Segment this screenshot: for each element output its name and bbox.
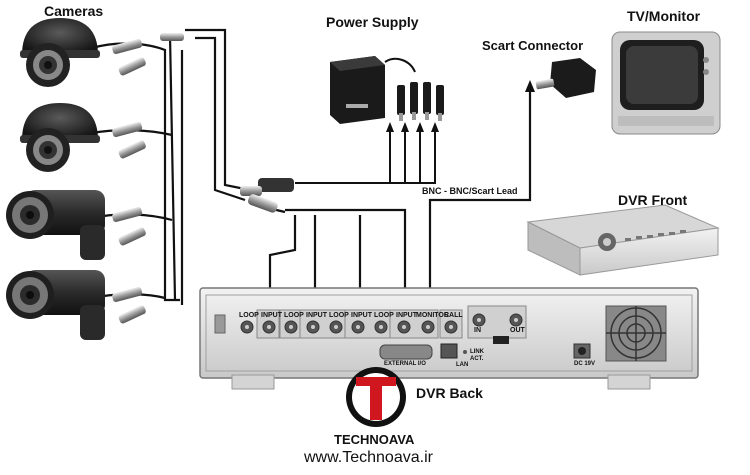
bullet-camera-2 — [6, 270, 105, 340]
power-cables — [295, 57, 436, 184]
camera-bnc-connectors — [112, 33, 184, 324]
power-plugs — [397, 82, 444, 121]
port-label-input-1: INPUT — [261, 312, 282, 319]
dome-camera-2 — [20, 103, 100, 172]
external-io-label: EXTERNAL I/O — [384, 361, 426, 367]
port-label-loop-4: LOOP — [374, 312, 394, 319]
brand-name: TECHNOAVA — [334, 432, 415, 447]
power-supply-unit — [330, 56, 385, 124]
scart-plug — [535, 58, 596, 98]
video-cables — [254, 90, 532, 305]
power-arrows — [386, 122, 439, 132]
dvr-front-device — [526, 204, 720, 276]
dvr-back-label: DVR Back — [416, 385, 483, 401]
bnc-lead-label: BNC - BNC/Scart Lead — [422, 186, 518, 196]
port-label-input-2: INPUT — [306, 312, 327, 319]
tv-monitor-device — [611, 31, 721, 135]
dc-power-label: DC 19V — [574, 361, 596, 367]
port-label-loop-2: LOOP — [284, 312, 304, 319]
audio-out-label: OUT — [510, 327, 525, 334]
port-label-input-4: INPUT — [396, 312, 417, 319]
camera-cables — [91, 28, 251, 305]
dome-camera-1 — [20, 18, 100, 87]
port-label-call: CALL — [444, 312, 463, 319]
scart-connector-label: Scart Connector — [482, 38, 584, 53]
bullet-camera-1 — [6, 190, 105, 260]
website-url: www.Technoava.ir — [304, 449, 433, 466]
port-label-loop-1: LOOP — [239, 312, 259, 319]
technoava-logo — [346, 367, 406, 427]
port-label-monitor: MONITOR — [416, 312, 449, 319]
link-act-label: LINK ACT. — [470, 349, 484, 362]
port-label-loop-3: LOOP — [329, 312, 349, 319]
lan-label: LAN — [456, 362, 469, 368]
cameras-label: Cameras — [44, 3, 104, 19]
tv-monitor-label: TV/Monitor — [627, 8, 701, 24]
splitter-connectors — [240, 178, 294, 213]
port-label-input-3: INPUT — [351, 312, 372, 319]
audio-in-label: IN — [474, 327, 481, 334]
power-supply-label: Power Supply — [326, 14, 419, 30]
dvr-front-label: DVR Front — [618, 192, 688, 208]
dvr-back-panel — [199, 287, 699, 390]
